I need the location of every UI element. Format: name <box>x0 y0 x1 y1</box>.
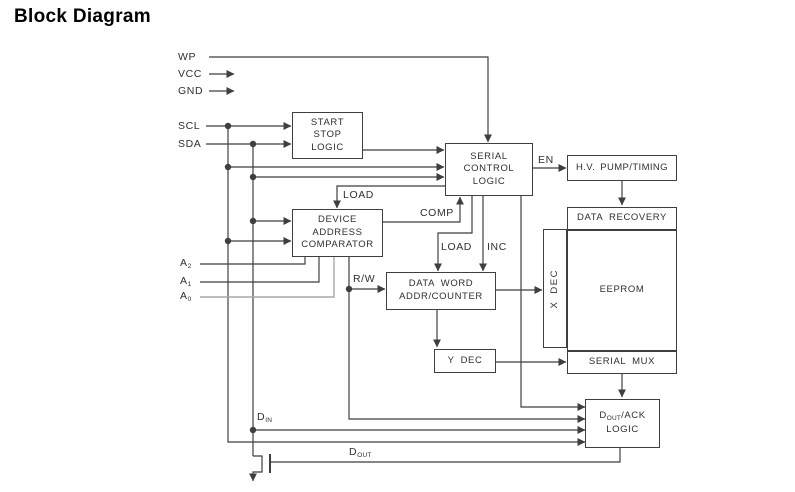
label-din-sub: IN <box>265 417 273 424</box>
label-din-base: D <box>257 411 266 423</box>
block-data-word-addr-counter: DATA WORD ADDR/COUNTER <box>386 272 496 310</box>
label-a2: A2 <box>180 257 191 270</box>
block-label-line: DEVICE <box>318 214 357 226</box>
junction-dot <box>249 426 257 434</box>
block-y-dec: Y DEC <box>434 349 496 373</box>
dout-ack-sub: OUT <box>606 415 622 423</box>
label-a1: A1 <box>180 275 191 288</box>
label-vcc: VCC <box>178 68 202 80</box>
block-label-line: SERIAL MUX <box>588 356 656 368</box>
junction-dot <box>224 237 232 245</box>
block-label-line: EEPROM <box>599 284 645 296</box>
wp-wire <box>209 56 492 143</box>
block-label-line: COMPARATOR <box>301 239 374 251</box>
block-label-line: LOGIC <box>311 141 344 153</box>
a2-wire <box>200 257 306 265</box>
comp-wire <box>383 196 464 223</box>
block-label-line: Y DEC <box>447 354 483 366</box>
block-label-line: LOGIC <box>606 424 639 436</box>
block-label-line: LOGIC <box>472 175 506 187</box>
wire-label-load-comparator: LOAD <box>343 189 374 201</box>
label-a2-base: A <box>180 257 188 269</box>
label-sda: SDA <box>178 138 202 150</box>
wire-label-inc: INC <box>487 241 507 253</box>
block-start-stop-logic: START STOP LOGIC <box>292 112 363 159</box>
wire-label-comp: COMP <box>420 207 454 219</box>
muted-wires <box>200 257 335 298</box>
junction-dots <box>224 122 353 434</box>
wire-label-en: EN <box>538 154 554 166</box>
label-dout-sub: OUT <box>357 452 372 459</box>
label-scl: SCL <box>178 120 201 132</box>
block-label-line: CONTROL <box>463 163 515 175</box>
block-eeprom: EEPROM <box>567 230 677 351</box>
block-hv-pump-timing: H.V. PUMP/TIMING <box>567 155 677 181</box>
block-label-line: DATA RECOVERY <box>577 212 667 224</box>
label-a1-sub: 1 <box>187 281 192 288</box>
block-label-line: START <box>310 116 345 128</box>
label-a0: A0 <box>180 290 191 303</box>
block-label-line: X DEC <box>548 268 560 309</box>
dout-ack-rest: /ACK <box>621 410 646 422</box>
block-label-line: SERIAL <box>470 150 508 162</box>
block-dout-ack-logic: DOUT/ACK LOGIC <box>585 399 660 448</box>
junction-dot <box>224 122 232 130</box>
block-data-recovery: DATA RECOVERY <box>567 207 677 230</box>
label-a2-sub: 2 <box>187 263 192 270</box>
dout-ack-base: D <box>599 410 607 422</box>
load-comparator-wire <box>333 185 446 209</box>
label-dout-base: D <box>349 446 358 458</box>
block-serial-control-logic: SERIAL CONTROL LOGIC <box>445 143 533 196</box>
label-wp: WP <box>178 51 197 63</box>
junction-dot <box>249 173 257 181</box>
load-counter-wire <box>434 196 473 272</box>
wire-label-rw: R/W <box>353 273 376 285</box>
block-label-line: H.V. PUMP/TIMING <box>576 161 668 173</box>
page-title: Block Diagram <box>14 6 151 27</box>
rw-wire <box>348 257 586 423</box>
scl-branch-down <box>227 126 586 446</box>
label-a0-base: A <box>180 290 188 302</box>
dout-wire <box>271 448 621 463</box>
block-label-line: DOUT/ACK <box>599 410 645 424</box>
label-gnd: GND <box>178 85 204 97</box>
label-din: DIN <box>257 411 272 424</box>
block-label-line: ADDR/COUNTER <box>399 291 483 302</box>
block-label-line: STOP <box>313 129 342 141</box>
junction-dot <box>345 285 353 293</box>
label-dout: DOUT <box>349 446 372 459</box>
block-x-dec: X DEC <box>543 229 567 348</box>
block-label-line: ADDRESS <box>312 226 363 238</box>
block-label-line: DATA WORD <box>408 278 474 290</box>
junction-dot <box>249 140 257 148</box>
junction-dot <box>249 217 257 225</box>
junction-dot <box>224 163 232 171</box>
label-a0-sub: 0 <box>187 296 192 303</box>
output-transistor-channel <box>249 455 263 482</box>
label-a1-base: A <box>180 275 188 287</box>
wire-label-load-counter: LOAD <box>441 241 472 253</box>
a1-wire <box>200 257 320 283</box>
a0-wire <box>200 257 335 298</box>
serial-control-to-ack <box>520 196 586 411</box>
block-serial-mux: SERIAL MUX <box>567 351 677 374</box>
block-device-address-comparator: DEVICE ADDRESS COMPARATOR <box>292 209 383 257</box>
wires <box>200 56 626 482</box>
